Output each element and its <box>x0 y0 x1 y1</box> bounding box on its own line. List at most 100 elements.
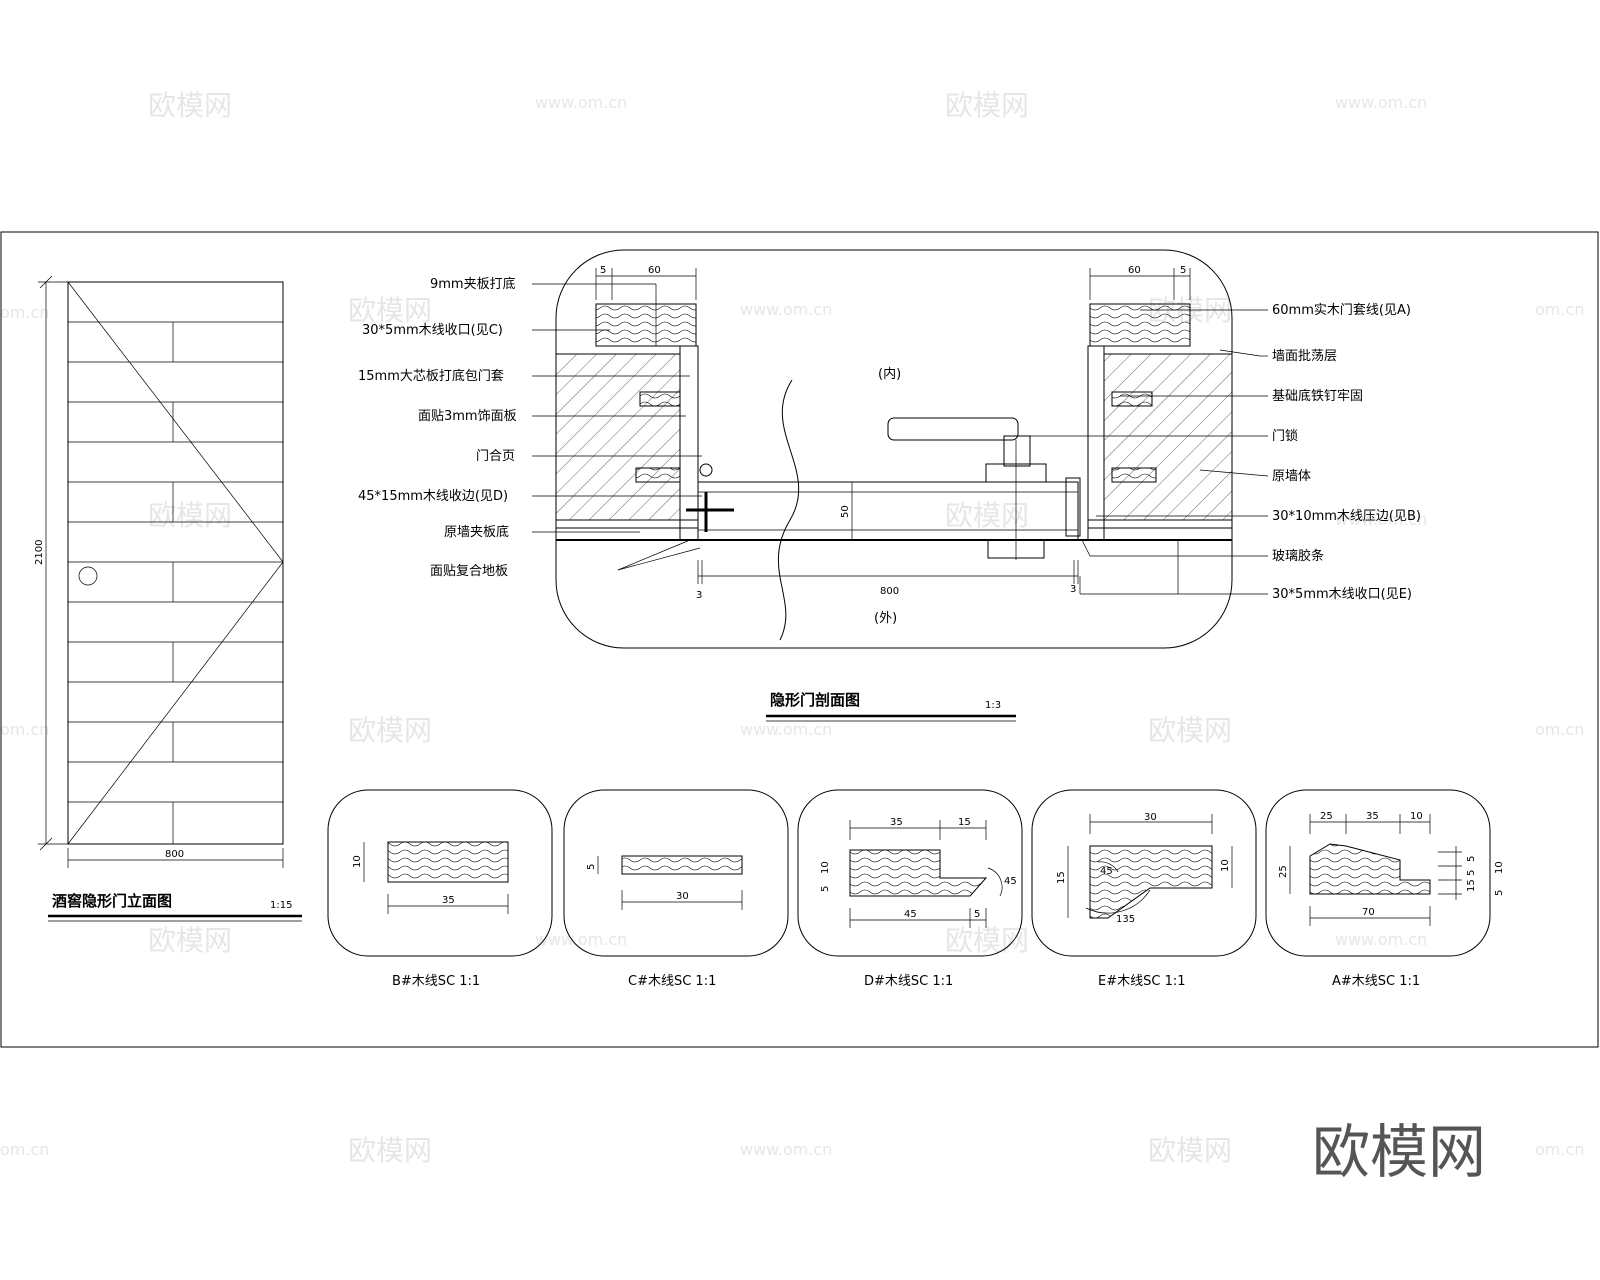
break-line <box>777 379 800 641</box>
watermark-site: 欧模网 <box>148 924 232 957</box>
right-label-1: 60mm实木门套线(见A) <box>1272 302 1411 318</box>
right-label-3: 基础底铁钉牢固 <box>1272 388 1363 404</box>
profile-e-dim-2: 15 <box>1056 871 1067 884</box>
profile-a-shape <box>1309 843 1431 895</box>
profile-a-dim-8: 15 <box>1466 879 1477 892</box>
right-label-8: 30*5mm木线收口(见E) <box>1272 587 1412 602</box>
inside-label: (内) <box>878 366 901 382</box>
right-label-7: 玻璃胶条 <box>1272 548 1324 564</box>
profile-d-dim-2: 15 <box>958 817 971 828</box>
profile-b-shape <box>387 841 509 883</box>
profile-a-dim-5: 70 <box>1362 907 1375 918</box>
section-title: 隐形门剖面图 <box>770 691 860 709</box>
profile-b-dim-1: 10 <box>352 855 363 868</box>
section-scale: 1:3 <box>985 700 1001 711</box>
drawing-frame <box>0 231 1599 1048</box>
dim-left-a: 5 <box>600 265 606 276</box>
watermark-url-cut: om.cn <box>1535 720 1584 739</box>
profile-a-dim-2: 35 <box>1366 811 1379 822</box>
profile-d-dim-1: 35 <box>890 817 903 828</box>
elevation-title: 酒窖隐形门立面图 <box>52 892 172 910</box>
swing-lines <box>67 281 284 845</box>
watermark-site: 欧模网 <box>945 499 1029 532</box>
profile-e-dim-1: 30 <box>1144 812 1157 823</box>
dim-door-width: 800 <box>880 586 899 597</box>
profile-b-caption: B#木线SC 1:1 <box>392 974 480 989</box>
door-panels <box>68 321 283 844</box>
elevation-scale: 1:15 <box>270 900 292 911</box>
profile-c-shape <box>621 855 743 875</box>
dim-gap-left: 3 <box>696 590 702 601</box>
left-label-1: 9mm夹板打底 <box>430 276 516 292</box>
watermark-url: www.om.cn <box>535 93 627 112</box>
profile-d-dim-3: 10 <box>820 861 831 874</box>
profile-a-dim-7: 5 <box>1466 870 1477 876</box>
profile-a-dim-6: 5 <box>1466 856 1477 862</box>
profile-c-caption: C#木线SC 1:1 <box>628 974 716 989</box>
profile-c-dim-1: 5 <box>586 864 597 870</box>
profile-a-dim-10: 10 <box>1494 861 1505 874</box>
dim-left-b: 60 <box>648 265 661 276</box>
height-dimension: 2100 <box>34 540 45 565</box>
watermark-url: www.om.cn <box>535 930 627 949</box>
dim-right-a: 60 <box>1128 265 1141 276</box>
watermark-site: 欧模网 <box>1148 1134 1232 1167</box>
watermark-url-cut: om.cn <box>0 303 49 322</box>
profile-d-dim-6: 5 <box>974 909 980 920</box>
profile-e-caption: E#木线SC 1:1 <box>1098 974 1186 989</box>
right-label-2: 墙面批荡层 <box>1272 349 1337 364</box>
watermark-layer: 欧模网 www.om.cn 欧模网 www.om.cn om.cn 欧模网 ww… <box>0 89 1584 1167</box>
profile-b: 10 35 B#木线SC 1:1 <box>327 789 553 989</box>
watermark-url-cut: om.cn <box>1535 1140 1584 1159</box>
left-frame-moulding <box>595 303 697 347</box>
right-label-6: 30*10mm木线压边(见B) <box>1272 509 1421 524</box>
watermark-url: www.om.cn <box>1335 510 1427 529</box>
profile-d-dim-7: 45 <box>1004 876 1017 887</box>
profile-a-caption: A#木线SC 1:1 <box>1332 974 1420 989</box>
profile-a-dim-9: 5 <box>1494 890 1505 896</box>
width-dimension: 800 <box>165 849 184 860</box>
section-view: (内) (外) 5 60 60 5 50 3 800 3 <box>358 249 1421 722</box>
elevation-view: 2100 800 酒窖隐形门立面图 1:15 <box>34 275 302 922</box>
right-leaders <box>1018 309 1269 595</box>
dim-right-b: 5 <box>1180 265 1186 276</box>
outside-label: (外) <box>874 611 897 626</box>
watermark-site: 欧模网 <box>348 294 432 327</box>
left-wall <box>555 353 681 521</box>
door-knob <box>78 566 98 586</box>
profile-d: 35 15 10 5 45 5 45 D#木线SC 1:1 <box>797 789 1023 989</box>
watermark-url: www.om.cn <box>1335 93 1427 112</box>
watermark-url-cut: om.cn <box>0 1140 49 1159</box>
profile-c: 5 30 C#木线SC 1:1 <box>563 789 789 989</box>
profile-b-dim-2: 35 <box>442 895 455 906</box>
profile-e: 30 15 10 45 135 E#木线SC 1:1 <box>1031 789 1257 989</box>
left-label-6: 45*15mm木线收边(见D) <box>358 489 508 504</box>
left-label-8: 面贴复合地板 <box>430 564 508 579</box>
dim-gap-right: 3 <box>1070 584 1076 595</box>
profile-d-dim-5: 45 <box>904 909 917 920</box>
lock-handle <box>887 417 1019 441</box>
profile-a-dim-1: 25 <box>1320 811 1333 822</box>
profile-d-caption: D#木线SC 1:1 <box>864 974 953 989</box>
watermark-site: 欧模网 <box>348 1134 432 1167</box>
right-label-5: 原墙体 <box>1272 469 1311 484</box>
left-label-2: 30*5mm木线收口(见C) <box>362 323 503 338</box>
dim-thickness: 50 <box>840 505 851 518</box>
watermark-url: www.om.cn <box>740 720 832 739</box>
profile-a-dim-4: 25 <box>1278 865 1289 878</box>
profile-a: 25 35 10 25 70 5 5 15 5 10 A#木线SC 1:1 <box>1265 789 1505 989</box>
watermark-site: 欧模网 <box>945 89 1029 122</box>
profile-e-dim-4: 45 <box>1100 866 1113 877</box>
left-label-5: 门合页 <box>476 449 515 464</box>
left-label-3: 15mm大芯板打底包门套 <box>358 368 504 384</box>
profile-d-shape <box>849 849 988 897</box>
watermark-url: www.om.cn <box>1335 930 1427 949</box>
watermark-url: www.om.cn <box>740 1140 832 1159</box>
watermark-site: 欧模网 <box>148 89 232 122</box>
watermark-url-cut: om.cn <box>0 720 49 739</box>
watermark-site: 欧模网 <box>148 499 232 532</box>
watermark-site: 欧模网 <box>348 714 432 747</box>
watermark-url-cut: om.cn <box>1535 300 1584 319</box>
right-wall <box>1103 353 1233 521</box>
